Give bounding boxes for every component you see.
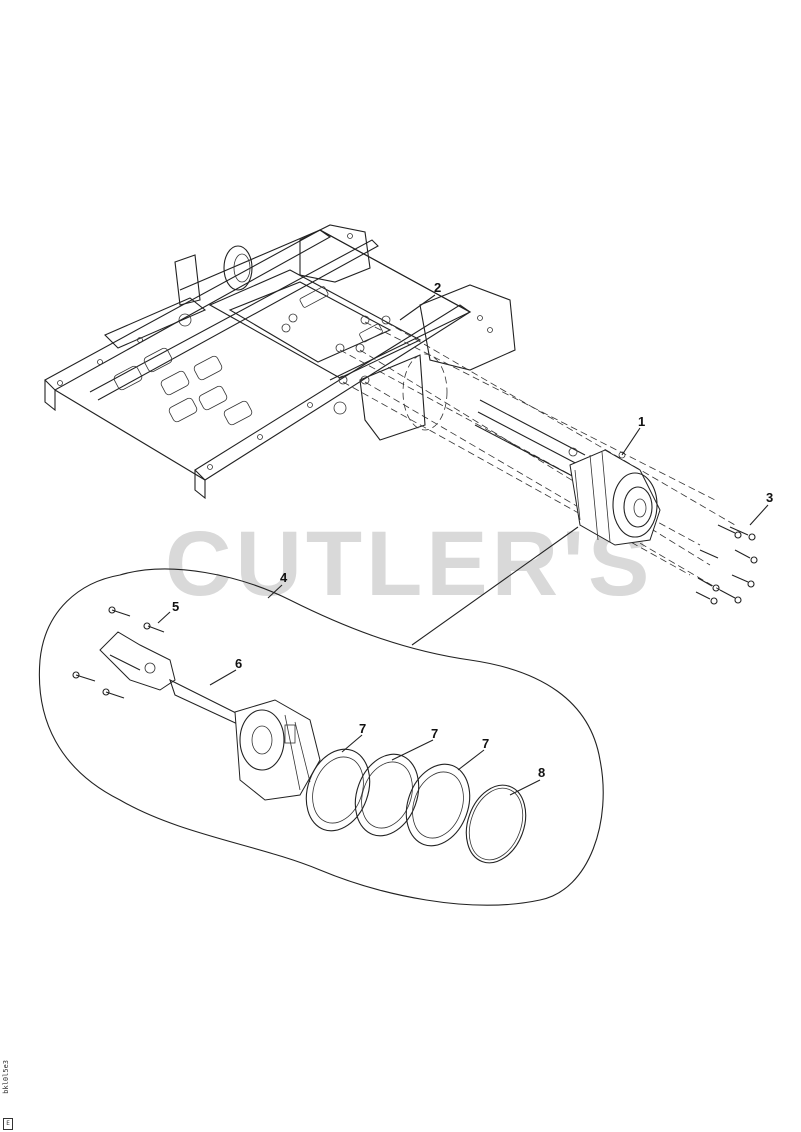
- gasket-item-7-a: [305, 748, 371, 832]
- gasket-item-7-b: [354, 753, 420, 837]
- figure-code: bkl0l5e3: [2, 1060, 10, 1094]
- gasket-item-7-c: [405, 763, 471, 847]
- callout-3: 3: [766, 490, 773, 505]
- bolts-item-3: [695, 524, 758, 605]
- wheel-motor-assembly: [474, 399, 661, 546]
- callout-7-a: 7: [359, 721, 366, 736]
- corner-mark: E: [3, 1118, 13, 1130]
- callout-1: 1: [638, 414, 645, 429]
- callout-2: 2: [434, 280, 441, 295]
- detail-leader-line: [411, 526, 579, 646]
- mounting-bolts-group: [281, 313, 391, 385]
- watermark-text: CUTLER'S: [165, 513, 653, 615]
- frame-assembly: [44, 224, 516, 500]
- detail-outline: [38, 526, 604, 906]
- callout-7-b: 7: [431, 726, 438, 741]
- screws-item-5: [72, 606, 165, 699]
- callout-5: 5: [172, 599, 179, 614]
- callout-leaders: [157, 294, 769, 796]
- o-ring-item-8: [465, 784, 527, 864]
- callout-8: 8: [538, 765, 545, 780]
- pump-motor-item-6: [99, 631, 321, 801]
- callout-6: 6: [235, 656, 242, 671]
- callout-4: 4: [280, 570, 288, 585]
- callout-7-c: 7: [482, 736, 489, 751]
